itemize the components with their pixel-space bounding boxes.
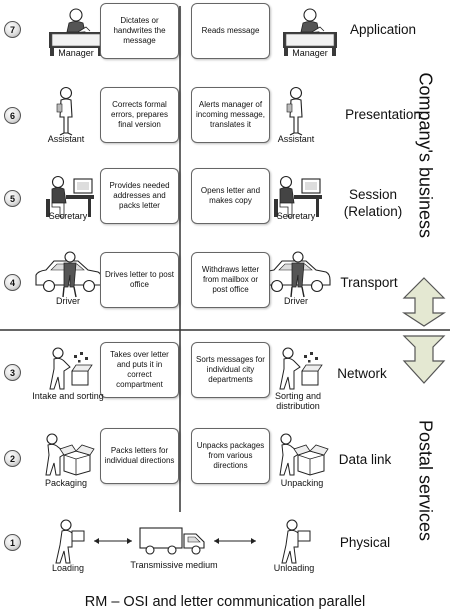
right-role-label: Unpacking	[280, 478, 324, 488]
right-description-box: Withdraws letter from mailbox or post of…	[191, 252, 270, 308]
layer-number-badge: 3	[4, 364, 21, 381]
down-arrow-icon	[402, 335, 446, 384]
layer-name: Data link	[338, 452, 392, 467]
left-role-label: Secretary	[48, 211, 88, 221]
left-role-label: Packaging	[44, 478, 88, 488]
layer-name: Presentation	[345, 107, 421, 122]
middle-role-label: Transmissive medium	[130, 560, 218, 570]
right-description-box: Sorts messages for individual city depar…	[191, 342, 270, 398]
left-role-label: Intake and sorting	[32, 391, 104, 401]
left-double-arrow	[94, 538, 132, 544]
layer-name: Application	[349, 22, 417, 37]
layer-number-badge: 1	[4, 534, 21, 551]
left-role-label: Loading	[51, 563, 85, 573]
right-description-box: Opens letter and makes copy	[191, 168, 270, 224]
layer-name: Network	[337, 366, 387, 381]
left-description-box: Packs letters for individual directions	[100, 428, 179, 484]
layer-number-badge: 7	[4, 21, 21, 38]
left-role-label: Manager	[58, 48, 94, 58]
layer-number-badge: 6	[4, 107, 21, 124]
right-description-box: Reads message	[191, 3, 270, 59]
layer-number-badge: 2	[4, 450, 21, 467]
group-label-company-business: Company's business	[415, 72, 436, 239]
left-role-label: Driver	[56, 296, 80, 306]
layer-name: Transport	[340, 275, 398, 290]
right-role-label: Sorting and distribution	[274, 391, 322, 411]
up-arrow-icon	[401, 277, 447, 327]
right-description-box: Unpacks packages from various directions	[191, 428, 270, 484]
diagram-caption: RM – OSI and letter communication parall…	[84, 594, 366, 610]
left-description-box: Drives letter to post office	[100, 252, 179, 308]
layer-number-badge: 5	[4, 190, 21, 207]
right-role-label: Manager	[292, 48, 328, 58]
right-role-label: Unloading	[273, 563, 315, 573]
left-role-label: Assistant	[47, 134, 85, 144]
layer-number-badge: 4	[4, 274, 21, 291]
right-role-label: Assistant	[277, 134, 315, 144]
left-description-box: Provides needed addresses and packs lett…	[100, 168, 179, 224]
layer-name: Session (Relation)	[343, 187, 403, 219]
right-role-label: Driver	[284, 296, 308, 306]
left-description-box: Dictates or handwrites the message	[100, 3, 179, 59]
right-double-arrow	[214, 538, 256, 544]
right-description-box: Alerts manager of incoming message, tran…	[191, 87, 270, 143]
layer-name: Physical	[339, 535, 391, 550]
group-label-postal-services: Postal services	[415, 419, 436, 542]
left-description-box: Corrects formal errors, prepares final v…	[100, 87, 179, 143]
right-role-label: Secretary	[276, 211, 316, 221]
left-description-box: Takes over letter and puts it in correct…	[100, 342, 179, 398]
